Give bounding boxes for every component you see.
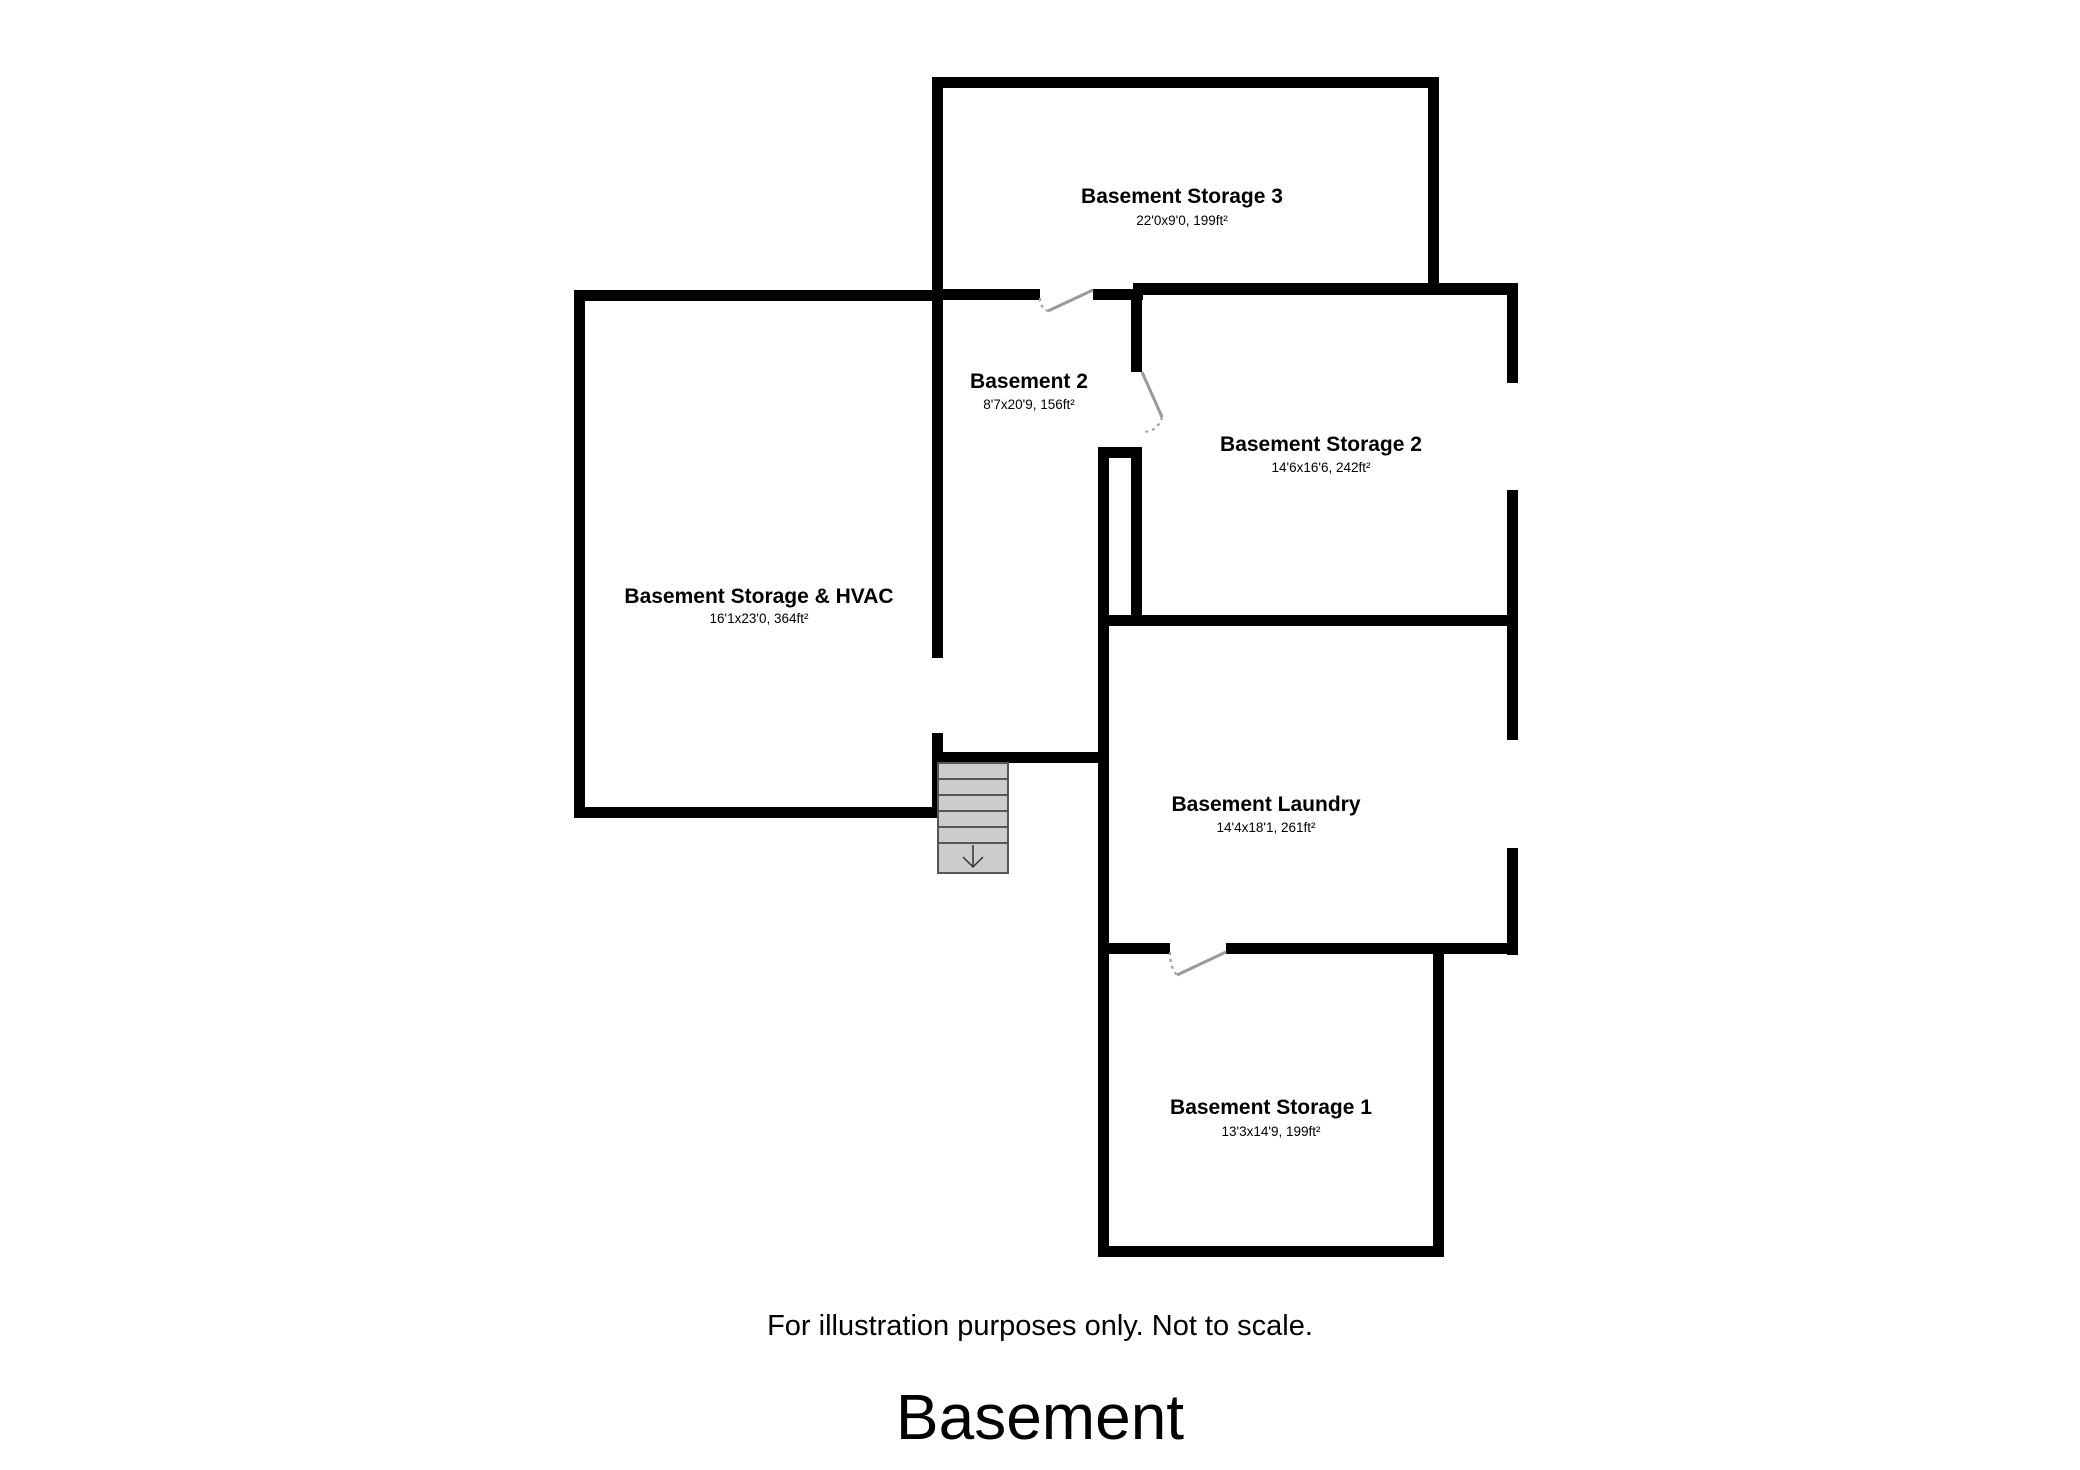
stair-tread bbox=[937, 810, 1009, 828]
wall-chase-top bbox=[1098, 447, 1142, 458]
room-labels: Basement Storage 3 22'0x9'0, 199ft² Base… bbox=[624, 185, 1422, 1139]
wall-storage2-bottom bbox=[1098, 615, 1518, 626]
wall-storage3-left bbox=[932, 77, 943, 297]
room-name-storage2: Basement Storage 2 bbox=[1220, 433, 1422, 456]
stair-tread bbox=[937, 778, 1009, 796]
wall-laundry-bottom-left bbox=[1098, 943, 1170, 954]
stair-tread bbox=[937, 826, 1009, 844]
wall-storage2-right-upper bbox=[1507, 283, 1518, 383]
wall-laundry-right-lower bbox=[1507, 848, 1518, 955]
room-name-storage1: Basement Storage 1 bbox=[1170, 1096, 1372, 1119]
door-storage2 bbox=[1140, 371, 1164, 433]
room-name-hvac: Basement Storage & HVAC bbox=[624, 585, 893, 608]
doors bbox=[1039, 288, 1227, 977]
disclaimer-text: For illustration purposes only. Not to s… bbox=[767, 1310, 1313, 1342]
room-dims-storage2: 14'6x16'6, 242ft² bbox=[1272, 460, 1371, 475]
door-storage1 bbox=[1169, 950, 1227, 977]
room-name-basement2: Basement 2 bbox=[970, 370, 1088, 393]
window-laundry bbox=[1507, 740, 1518, 848]
room-dims-storage1: 13'3x14'9, 199ft² bbox=[1222, 1124, 1321, 1139]
wall-storage3-top bbox=[932, 77, 1439, 88]
wall-storage1-right bbox=[1433, 943, 1444, 1257]
wall-laundry-bottom-right bbox=[1226, 943, 1518, 954]
stair-tread bbox=[937, 762, 1009, 780]
door-storage3 bbox=[1039, 288, 1094, 313]
wall-b2-top-right bbox=[1093, 289, 1143, 300]
wall-storage2-top bbox=[1133, 283, 1517, 294]
room-name-storage3: Basement Storage 3 bbox=[1081, 185, 1283, 208]
stair-tread bbox=[937, 794, 1009, 812]
room-dims-basement2: 8'7x20'9, 156ft² bbox=[983, 397, 1075, 412]
wall-laundry-left bbox=[1098, 447, 1109, 1254]
arrow-down-icon bbox=[962, 845, 984, 869]
room-name-laundry: Basement Laundry bbox=[1171, 793, 1360, 816]
wall-hvac-top bbox=[574, 290, 939, 301]
wall-hvac-right-upper bbox=[932, 290, 943, 658]
stairs bbox=[937, 762, 1009, 874]
wall-b2-top-left bbox=[935, 289, 1040, 300]
wall-b2-bottom bbox=[943, 752, 1098, 763]
wall-hvac-bottom bbox=[574, 807, 939, 818]
window-storage2 bbox=[1507, 383, 1518, 490]
room-dims-hvac: 16'1x23'0, 364ft² bbox=[710, 611, 809, 626]
wall-storage2-top-inner bbox=[1133, 291, 1517, 295]
wall-storage2-left-upper bbox=[1131, 292, 1142, 372]
floor-title: Basement bbox=[895, 1381, 1185, 1453]
wall-storage1-bottom bbox=[1098, 1246, 1444, 1257]
walls bbox=[574, 77, 1518, 1257]
wall-storage3-right bbox=[1428, 77, 1439, 289]
room-dims-laundry: 14'4x18'1, 261ft² bbox=[1217, 820, 1316, 835]
wall-hvac-left bbox=[574, 290, 585, 818]
room-dims-storage3: 22'0x9'0, 199ft² bbox=[1136, 213, 1228, 228]
wall-storage2-left-lower bbox=[1131, 447, 1142, 622]
